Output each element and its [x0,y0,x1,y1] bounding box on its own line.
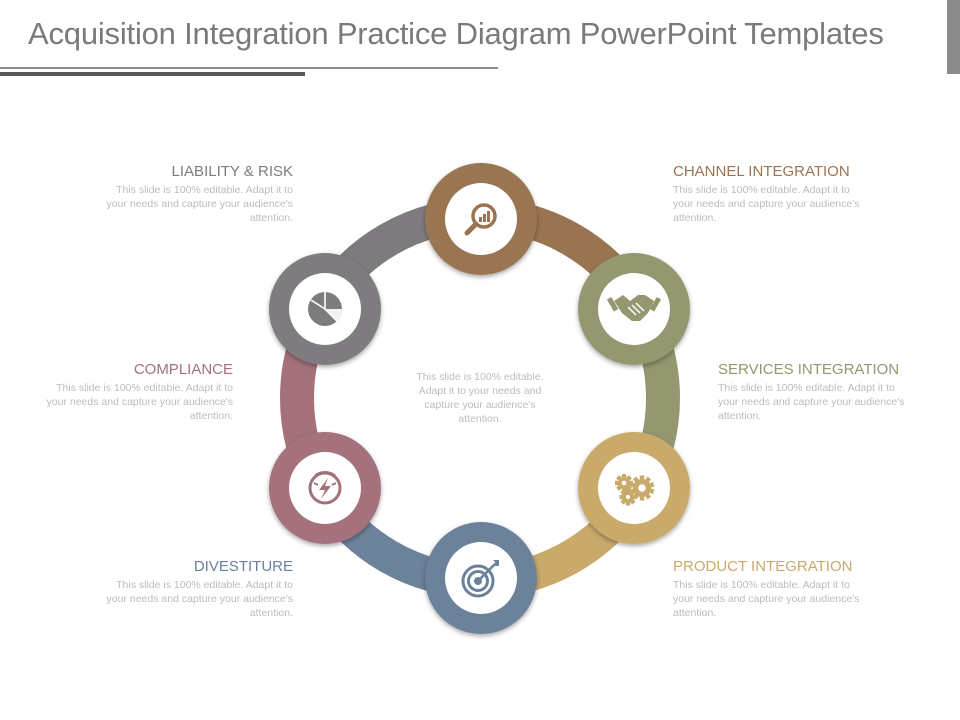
center-description: This slide is 100% editable. Adapt it to… [416,371,544,425]
pie-chart-icon [308,292,342,326]
gears-node [578,432,690,544]
label-heading: CHANNEL INTEGRATION [673,163,850,180]
magnifier-chart-icon [464,203,497,236]
slide-title: Acquisition Integration Practice Diagram… [28,16,884,51]
label-heading: PRODUCT INTEGRATION [673,558,853,575]
target-icon [461,560,499,598]
pie-chart-node [269,253,381,365]
label-channel-integration: CHANNEL INTEGRATION This slide is 100% e… [673,163,873,225]
label-description: This slide is 100% editable. Adapt it to… [46,382,233,422]
handshake-icon [606,295,662,321]
label-liability-risk: LIABILITY & RISK This slide is 100% edit… [93,163,293,225]
handshake-node [578,253,690,365]
label-services-integration: SERVICES INTEGRATION This slide is 100% … [718,361,918,423]
title-underline-thin [0,67,498,69]
label-heading: SERVICES INTEGRATION [718,361,900,378]
label-heading: DIVESTITURE [193,558,293,575]
label-heading: LIABILITY & RISK [171,163,293,180]
label-description: This slide is 100% editable. Adapt it to… [106,184,293,224]
label-description: This slide is 100% editable. Adapt it to… [673,184,860,224]
label-heading: COMPLIANCE [133,361,233,378]
label-compliance: COMPLIANCE This slide is 100% editable. … [33,361,233,423]
lightning-gauge-icon [308,471,342,505]
label-description: This slide is 100% editable. Adapt it to… [106,579,293,619]
label-product-integration: PRODUCT INTEGRATION This slide is 100% e… [673,558,873,620]
target-node [425,522,537,634]
magnifier-chart-node [425,163,537,275]
label-description: This slide is 100% editable. Adapt it to… [673,579,860,619]
corner-accent-bar [947,0,960,74]
label-description: This slide is 100% editable. Adapt it to… [718,382,905,422]
ring-nodes [269,163,690,634]
lightning-gauge-node [269,432,381,544]
gears-icon [615,474,655,506]
title-underline-thick [0,72,305,76]
label-divestiture: DIVESTITURE This slide is 100% editable.… [93,558,293,620]
